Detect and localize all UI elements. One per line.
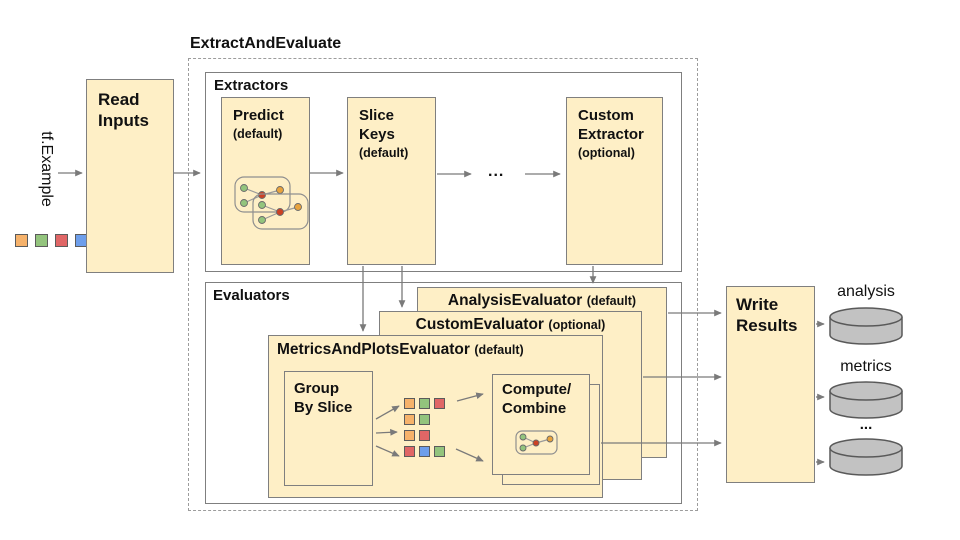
output-more-label: ...	[859, 416, 873, 433]
slice-square-red	[434, 398, 445, 409]
metrics-and-plots-qualifier: (default)	[474, 343, 524, 357]
legend-square-orange	[15, 234, 28, 247]
write-results-box: Write Results	[726, 286, 815, 483]
input-legend	[15, 234, 88, 247]
slice-square-blue	[419, 446, 430, 457]
slice-square-green	[419, 414, 430, 425]
model-graph-icon	[234, 176, 309, 230]
input-label: tf.Example	[38, 131, 55, 207]
custom-evaluator-title: CustomEvaluator	[415, 316, 544, 333]
analysis-evaluator-title: AnalysisEvaluator	[447, 292, 583, 309]
custom-extractor-title: Custom Extractor	[578, 107, 644, 143]
extractors-section-label: Extractors	[214, 77, 289, 94]
slice-keys-title: Slice Keys	[359, 107, 395, 143]
slice-keys-qualifier: (default)	[359, 145, 409, 160]
group-by-slice-box: Group By Slice	[284, 371, 373, 486]
legend-square-green	[35, 234, 48, 247]
more-database-icon	[829, 438, 903, 476]
slice-keys-extractor-box: Slice Keys (default)	[347, 97, 436, 265]
custom-extractor-box: Custom Extractor (optional)	[566, 97, 663, 265]
combine-graph-icon	[515, 430, 558, 455]
predict-qualifier: (default)	[233, 126, 283, 141]
analysis-database-icon	[829, 307, 903, 345]
write-results-label: Write Results	[736, 295, 798, 336]
read-inputs-box: Read Inputs	[86, 79, 174, 273]
slice-row	[404, 414, 445, 425]
slice-square-orange	[404, 430, 415, 441]
slice-square-orange	[404, 398, 415, 409]
custom-extractor-qualifier: (optional)	[578, 145, 635, 160]
slice-square-red	[404, 446, 415, 457]
metrics-database-icon	[829, 381, 903, 419]
legend-square-red	[55, 234, 68, 247]
sliced-examples-grid	[404, 398, 445, 457]
compute-combine-box: Compute/ Combine	[492, 374, 590, 475]
slice-square-green	[434, 446, 445, 457]
output-metrics-label: metrics	[840, 358, 892, 375]
custom-evaluator-qualifier: (optional)	[548, 318, 606, 332]
output-analysis-label: analysis	[837, 283, 895, 300]
analysis-evaluator-qualifier: (default)	[586, 294, 637, 308]
slice-square-green	[419, 398, 430, 409]
group-by-slice-label: Group By Slice	[294, 380, 353, 416]
read-inputs-label: Read Inputs	[98, 90, 149, 131]
diagram-title: ExtractAndEvaluate	[190, 35, 342, 52]
metrics-and-plots-title: MetricsAndPlotsEvaluator	[277, 341, 470, 358]
predict-title: Predict	[233, 107, 284, 124]
slice-row	[404, 430, 445, 441]
slice-square-red	[419, 430, 430, 441]
slice-square-orange	[404, 414, 415, 425]
slice-row	[404, 398, 445, 409]
compute-combine-label: Compute/ Combine	[502, 381, 572, 417]
slice-row	[404, 446, 445, 457]
evaluators-section-label: Evaluators	[213, 287, 290, 304]
extractors-ellipsis: ...	[488, 163, 505, 180]
